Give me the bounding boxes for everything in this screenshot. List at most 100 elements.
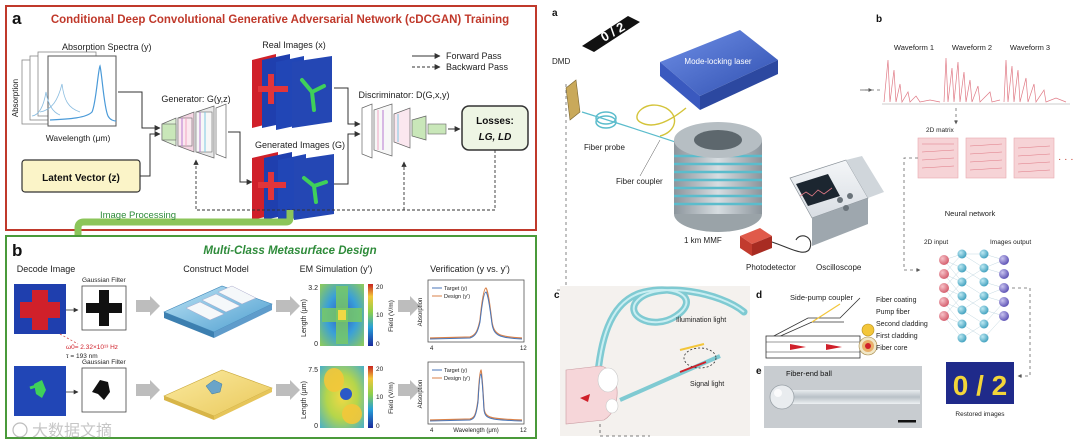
mode-locking-laser: Mode-locking laser <box>660 30 778 110</box>
fiber-coating-label: Fiber coating <box>876 297 917 304</box>
target-legend-2: Target (y) <box>444 368 467 374</box>
em1-cb-top: 20 <box>376 284 384 291</box>
right-panel-c: c Illumination light Signal light <box>554 286 750 437</box>
flow-arrow <box>136 296 160 316</box>
matrix-ellipsis: · · · <box>1058 154 1074 165</box>
filtered-blob-image <box>81 367 127 413</box>
col-decode-label: Decode Image <box>17 264 76 274</box>
scale-bar <box>898 420 916 423</box>
latent-vector-label: Latent Vector (z) <box>42 173 120 184</box>
col-construct-label: Construct Model <box>183 264 249 274</box>
spectrum-curve <box>49 64 117 122</box>
fiber-probe-label: Fiber probe <box>584 143 625 152</box>
em1-cb-bottom: 0 <box>376 341 380 348</box>
watermark-text: 大数据文摘 <box>32 422 112 440</box>
em2-cb-mid: 10 <box>376 394 384 401</box>
generator-network: Generator: G(y,z) <box>161 94 231 159</box>
metasurface-model-1 <box>163 285 273 338</box>
right-c-letter: c <box>554 290 560 301</box>
right-b-letter: b <box>876 14 882 25</box>
panel-b-letter: b <box>12 241 22 260</box>
first-cladding-label: First cladding <box>876 333 918 340</box>
decode-image-blob <box>14 366 66 416</box>
em1-top-tick: 3.2 <box>308 285 318 292</box>
discriminator-label: Discriminator: D(G,x,y) <box>358 90 449 100</box>
dmd-label: DMD <box>552 57 570 66</box>
filtered-cross-image <box>81 285 127 331</box>
col-em-label: EM Simulation (y') <box>300 264 373 274</box>
real-images-stack: Real Images (x) <box>252 40 332 130</box>
absorption-axis-label: Absorption <box>11 79 20 117</box>
em-length-axis-1: Length (μm) <box>301 299 308 337</box>
mmf-label: 1 km MMF <box>684 236 722 245</box>
neural-network-label: Neural network <box>945 209 996 218</box>
verify-absorption-label-2: Absorption <box>418 380 424 409</box>
right-panel-d: d Side-pump coupler Fiber coating Pump f… <box>756 290 928 359</box>
signal-light-label: Signal light <box>690 381 724 388</box>
pass-legend: Forward Pass Backward Pass <box>412 51 509 72</box>
dmd-device <box>565 79 581 121</box>
matrix-label: 2D matrix <box>926 127 955 134</box>
em-field-label-2: Field (V/m) <box>388 382 395 414</box>
v2-xmax: 12 <box>520 428 527 434</box>
target-curve-1 <box>429 291 523 340</box>
fiber-core-label: Fiber core <box>876 345 908 352</box>
second-cladding-label: Second cladding <box>876 321 928 328</box>
right-e-letter: e <box>756 366 762 377</box>
generated-images-stack: Generated Images (G) <box>252 140 345 222</box>
v1-xmin: 4 <box>430 346 434 352</box>
watermark-logo-icon <box>12 422 28 438</box>
wavelength-axis-label: Wavelength (μm) <box>46 133 111 143</box>
v2-xmin: 4 <box>430 428 434 434</box>
em2-top-tick: 7.5 <box>308 367 318 374</box>
em-field-label-1: Field (V/m) <box>388 300 395 332</box>
restored-images-panel <box>946 362 1014 404</box>
watermark: 大数据文摘 <box>12 422 112 440</box>
fiber-rod <box>780 390 920 404</box>
losses-terms: LG, LD <box>479 132 512 143</box>
fiber-probe-loop <box>595 111 617 125</box>
fiber-end-diagram <box>858 323 878 356</box>
fiber-coupler-label: Fiber coupler <box>616 177 663 186</box>
waveform-2-label: Waveform 2 <box>952 43 992 52</box>
verification-plot-2: Target (y) Design (y') Absorption 4 Wave… <box>418 361 527 434</box>
verify-absorption-label-1: Absorption <box>418 298 424 327</box>
zoom-circle <box>683 347 717 369</box>
forward-pass-label: Forward Pass <box>446 51 502 61</box>
losses-box <box>461 105 529 151</box>
gaussian-filter-label-1: Gaussian Filter <box>82 277 127 284</box>
em2-bottom-tick: 0 <box>314 423 318 430</box>
metasurface-model-2 <box>163 369 273 420</box>
right-a-letter: a <box>552 8 558 19</box>
right-d-letter: d <box>756 290 762 301</box>
verification-plot-1: Target (y) Design (y') Absorption 4 12 <box>418 279 527 352</box>
fiber-cross-section <box>765 335 861 359</box>
right-panel-e: e Fiber-end ball <box>756 366 922 428</box>
em2-cb-bottom: 0 <box>376 423 380 430</box>
absorption-spectra-stack: Absorption Spectra (y) Absorption Wavele… <box>11 42 152 143</box>
em-field-map-1 <box>320 284 364 346</box>
tau-label: τ = 193 nm <box>66 353 98 360</box>
laser-label: Mode-locking laser <box>684 57 751 66</box>
verify-wavelength-label: Wavelength (μm) <box>453 428 499 434</box>
v1-xmax: 12 <box>520 346 527 352</box>
em-field-map-2 <box>320 366 364 428</box>
design-legend-1: Design (y') <box>444 294 470 300</box>
pump-fiber-label: Pump fiber <box>876 309 911 316</box>
waveform-1-label: Waveform 1 <box>894 43 934 52</box>
spectra-label: Absorption Spectra (y) <box>62 42 152 52</box>
oscilloscope: Oscilloscope <box>789 156 884 272</box>
em2-cb-top: 20 <box>376 366 384 373</box>
target-legend-1: Target (y) <box>444 286 467 292</box>
panel-a: a Conditional Deep Convolutional Generat… <box>5 5 537 231</box>
image-processing-label: Image Processing <box>100 210 176 221</box>
em1-cb-mid: 10 <box>376 312 384 319</box>
target-curve-2 <box>429 373 523 422</box>
panel-b-title: Multi-Class Metasurface Design <box>203 245 376 257</box>
waveform-traces <box>882 57 1070 105</box>
nn-input-label: 2D input <box>924 239 948 246</box>
generated-images-label: Generated Images (G) <box>255 140 345 150</box>
col-verify-label: Verification (y vs. y') <box>430 264 510 274</box>
panel-b: b Multi-Class Metasurface Design Decode … <box>5 235 537 440</box>
omega-label: ω0= 2.32×10¹³ Hz <box>66 344 118 351</box>
